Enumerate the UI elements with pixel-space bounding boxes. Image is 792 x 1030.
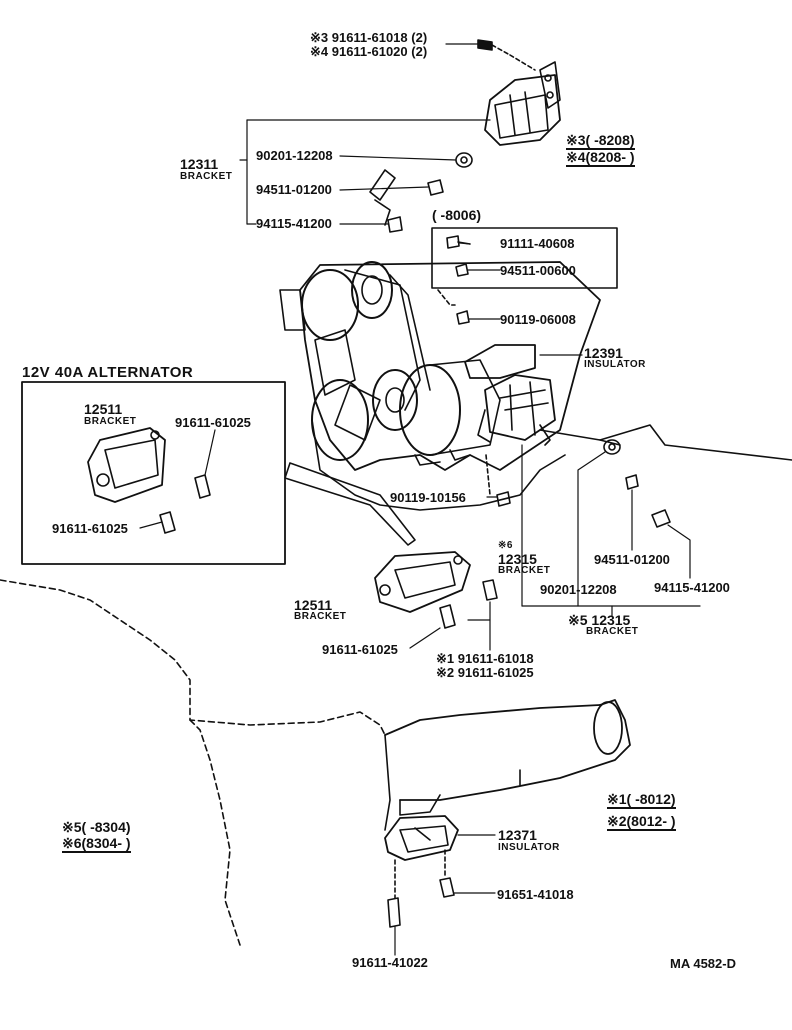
- part-91611-41022: 91611-41022: [352, 955, 428, 970]
- date-range-box: [431, 227, 618, 289]
- part-s2-91611-61025: ※2 91611-61025: [436, 665, 534, 680]
- insulator-12391-drawing: [464, 344, 556, 446]
- part-94511-01200: 94511-01200: [256, 182, 332, 197]
- leader-lines: [139, 43, 701, 956]
- part-12371-name: INSULATOR: [498, 842, 560, 853]
- part-12511-number: 12511: [294, 597, 333, 613]
- part-s5-12315-name: BRACKET: [586, 626, 639, 637]
- part-90119-06008: 90119-06008: [500, 312, 576, 327]
- insulator-12371-drawing: [384, 815, 459, 928]
- legend-s3: ※3( -8208): [566, 132, 635, 150]
- small-bolts-drawing: [437, 235, 671, 528]
- diagram-code: MA 4582-D: [670, 956, 736, 971]
- part-94511-00600: 94511-00600: [500, 263, 576, 278]
- part-12315-name: BRACKET: [498, 565, 551, 576]
- legend-s1: ※1( -8012): [607, 791, 676, 809]
- inset-12511-number: 12511: [84, 401, 123, 417]
- inset-bolt-a: 91611-61025: [175, 415, 251, 430]
- date-range-8006: ( -8006): [432, 207, 482, 223]
- part-91111-40608: 91111-40608: [500, 236, 575, 251]
- part-90201-12208-b: 90201-12208: [540, 582, 617, 597]
- part-12391-number: 12391: [584, 345, 623, 361]
- alternator-inset-box: [21, 381, 286, 565]
- engine-block-drawing: [279, 261, 792, 546]
- part-12391-name: INSULATOR: [584, 359, 646, 370]
- alternator-bracket-drawing: [87, 427, 211, 534]
- alternator-inset-title: 12V 40A ALTERNATOR: [22, 364, 194, 381]
- part-12311-number: 12311: [180, 156, 219, 172]
- top-bolt-label-s3: ※3 91611-61018 (2): [310, 30, 428, 45]
- part-91651-41018: 91651-41018: [497, 887, 574, 902]
- part-91611-61025: 91611-61025: [322, 642, 398, 657]
- legend-s4: ※4(8208- ): [566, 149, 635, 167]
- part-s5-12315-number: ※5 12315: [568, 612, 631, 628]
- top-bolt-label-s4: ※4 91611-61020 (2): [310, 44, 428, 59]
- part-12315-number: 12315: [498, 551, 537, 567]
- legend-s2: ※2(8012- ): [607, 813, 676, 831]
- note-s6: ※6: [498, 540, 513, 551]
- transmission-drawing: [0, 579, 631, 946]
- part-90119-10156: 90119-10156: [390, 490, 466, 505]
- part-12511-name: BRACKET: [294, 611, 347, 622]
- part-90201-12208: 90201-12208: [256, 148, 333, 163]
- bracket-12511-drawing: [374, 551, 498, 629]
- inset-12511-name: BRACKET: [84, 416, 137, 427]
- part-12311-name: BRACKET: [180, 171, 233, 182]
- legend-s6: ※6(8304- ): [62, 835, 131, 853]
- part-94115-41200: 94115-41200: [256, 216, 332, 231]
- part-94511-01200-b: 94511-01200: [594, 552, 670, 567]
- part-s1-91611-61018: ※1 91611-61018: [436, 651, 534, 666]
- front-mount-top-drawing: [369, 39, 561, 233]
- inset-bolt-b: 91611-61025: [52, 521, 128, 536]
- part-12371-number: 12371: [498, 827, 537, 843]
- legend-s5: ※5( -8304): [62, 819, 131, 835]
- part-94115-41200-b: 94115-41200: [654, 580, 730, 595]
